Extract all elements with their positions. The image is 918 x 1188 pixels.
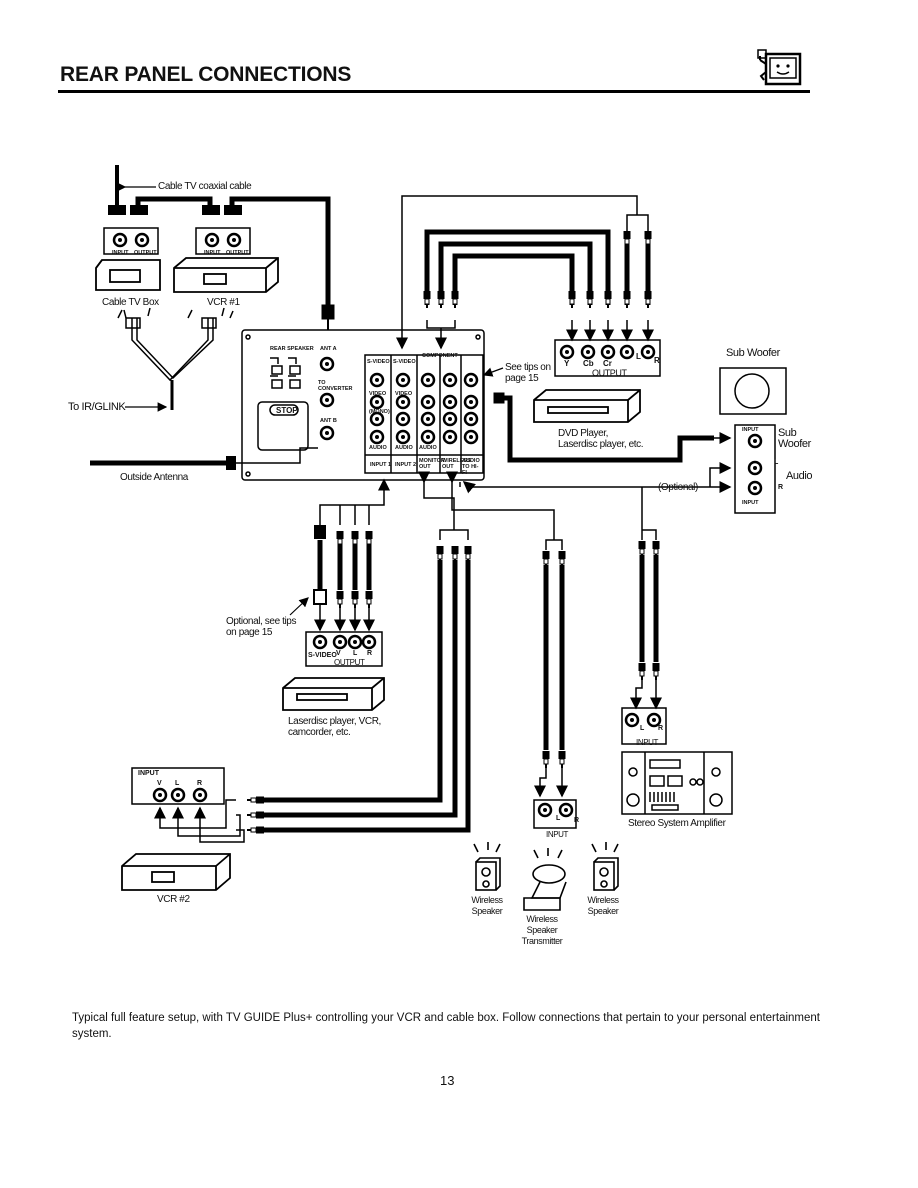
vcr2-device [121, 853, 231, 891]
panel-audio-2: AUDIO [395, 445, 413, 451]
label-wireless-speaker-right: Wireless Speaker [587, 895, 619, 916]
label-dvd-y: Y [564, 359, 570, 368]
label-cable-output: OUTPUT [134, 250, 157, 256]
panel-stop: STOP [276, 406, 298, 415]
page-title: REAR PANEL CONNECTIONS [60, 63, 352, 86]
wireless-transmitter-icon [523, 848, 567, 911]
label-wl-r: R [574, 817, 580, 824]
panel-jacks [319, 356, 479, 445]
label-dvd-l: L [636, 352, 641, 361]
panel-video-1: VIDEO [369, 391, 387, 397]
panel-component: COMPONENT [422, 353, 458, 359]
label-vcr2-v: V [157, 780, 162, 787]
label-sw-r: R [778, 484, 784, 491]
label-wireless-speaker-left: Wireless Speaker [471, 895, 503, 916]
label-st-l: L [640, 725, 645, 732]
panel-input2: INPUT 2 [395, 462, 417, 468]
panel-svideo-1: S-VIDEO [367, 359, 390, 365]
label-cable-input: INPUT [112, 250, 129, 256]
label-vcr1-input: INPUT [204, 250, 221, 256]
label-ld-l: L [353, 650, 358, 657]
dvd-player-device [533, 389, 641, 423]
label-wl-l: L [556, 815, 561, 822]
panel-ant-b: ANT B [320, 418, 337, 424]
label-optional: (Optional) [658, 482, 698, 493]
label-stereo-amp: Stereo System Amplifier [628, 818, 726, 829]
panel-monitor-out: MONITOR OUT [419, 458, 445, 470]
cable-box-jacks [103, 227, 251, 255]
laserdisc-device [282, 677, 385, 711]
label-ld-svideo: S-VIDEO [308, 652, 337, 659]
outside-antenna-cable [90, 447, 318, 470]
stereo-amplifier-device [621, 751, 733, 815]
panel-audio-hifi: AUDIO TO HI-FI [462, 458, 480, 476]
label-vcr1-output: OUTPUT [226, 250, 249, 256]
speaker-icon [591, 842, 619, 891]
label-vcr2: VCR #2 [157, 894, 190, 905]
label-dvd-cb: Cb [583, 359, 594, 368]
cable-tv-coax [115, 165, 335, 330]
panel-mono: (MONO) [369, 409, 390, 415]
stereo-cables [630, 529, 662, 710]
dvd-output-jacks [554, 339, 661, 377]
label-wl-input: INPUT [546, 830, 569, 839]
page-number: 13 [440, 1073, 455, 1088]
panel-input1: INPUT 1 [370, 462, 392, 468]
stereo-input-jacks [621, 707, 667, 745]
wireless-out-cables [446, 471, 568, 798]
label-wireless-transmitter: Wireless Speaker Transmitter [521, 914, 563, 946]
label-vcr1: VCR #1 [207, 297, 240, 308]
monitor-out-cables [154, 471, 471, 843]
panel-audio-1: AUDIO [369, 445, 387, 451]
panel-rear-speaker: REAR SPEAKER [270, 346, 314, 352]
title-rule [58, 90, 810, 93]
input1-cables [289, 478, 390, 632]
panel-video-2: VIDEO [395, 391, 413, 397]
label-ld-r: R [367, 650, 373, 657]
panel-audio-3: AUDIO [419, 445, 437, 451]
sub-woofer-cable [493, 392, 732, 463]
wireless-input-jacks [533, 799, 577, 829]
vcr2-input-jacks [131, 767, 225, 805]
vcr1-device [173, 257, 279, 293]
sub-woofer-box [719, 367, 787, 514]
label-sw-input-bottom: INPUT [742, 500, 759, 506]
label-laserdisc: Laserdisc player, VCR, camcorder, etc. [288, 716, 381, 738]
optional-audio-line [459, 462, 732, 530]
label-dvd-r: R [654, 356, 660, 365]
cable-tv-box-device [95, 259, 161, 291]
label-vcr2-input: INPUT [138, 770, 159, 777]
label-dvd-cr: Cr [603, 359, 612, 368]
tv-rear-panel [241, 329, 485, 481]
label-audio: Audio [786, 470, 813, 482]
label-cable-tv-box: Cable TV Box [102, 297, 159, 308]
speaker-icon [473, 842, 501, 891]
panel-wireless-out: WIRELESS OUT [442, 458, 471, 470]
panel-svideo-2: S-VIDEO [393, 359, 416, 365]
panel-to-converter: TO CONVERTER [318, 380, 353, 392]
label-sw-input-top: INPUT [742, 427, 759, 433]
figure-caption: Typical full feature setup, with TV GUID… [72, 1012, 820, 1040]
label-see-tips: See tips on page 15 [505, 362, 551, 384]
label-vcr2-l: L [175, 780, 180, 787]
label-ld-output: OUTPUT [334, 658, 365, 667]
label-dvd-player: DVD Player, Laserdisc player, etc. [558, 428, 644, 450]
label-ld-v: V [336, 650, 341, 657]
label-sub-woofer: Sub Woofer [778, 427, 811, 450]
label-dvd-output: OUTPUT [592, 368, 627, 378]
label-to-irglink: To IR/GLINK [68, 401, 126, 413]
label-cable-tv-coax: Cable TV coaxial cable [158, 181, 252, 192]
laserdisc-output-jacks [305, 631, 383, 667]
ir-blaster [117, 307, 234, 412]
label-sub-woofer-title: Sub Woofer [726, 347, 780, 359]
label-st-r: R [658, 725, 664, 732]
label-optional-tips: Optional, see tips on page 15 [226, 616, 297, 638]
label-st-input: INPUT [636, 738, 659, 747]
panel-ant-a: ANT A [320, 346, 337, 352]
label-vcr2-r: R [197, 780, 203, 787]
label-sw-l: L [774, 459, 779, 466]
label-outside-antenna: Outside Antenna [120, 472, 188, 483]
